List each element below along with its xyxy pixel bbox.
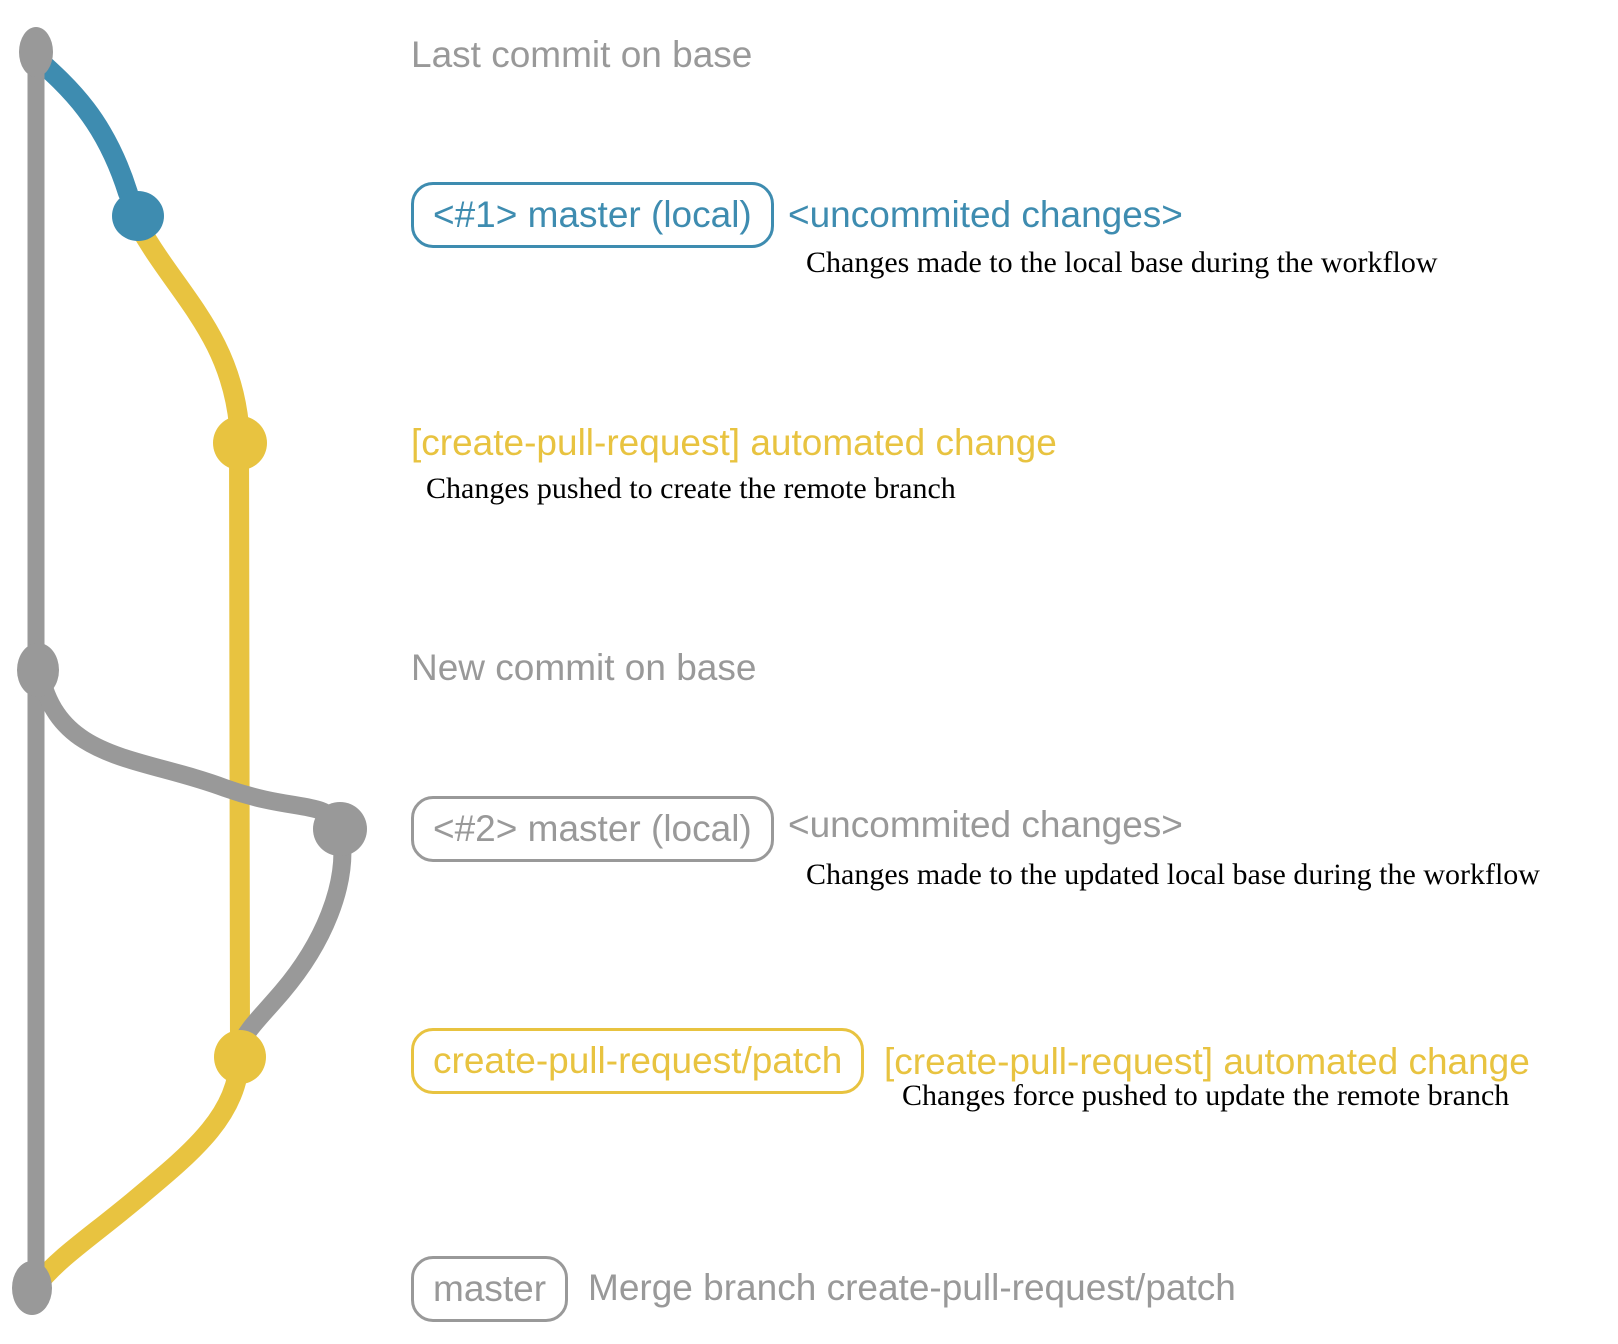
status-uncommited-changes-1: <uncommited changes> <box>788 194 1183 235</box>
commit-dot-force-push <box>214 1030 266 1084</box>
label-new-commit-on-base: New commit on base <box>411 647 757 688</box>
commit-dot-push-1 <box>213 416 267 470</box>
commit-message-automated-change-1: [create-pull-request] automated change <box>411 422 1057 463</box>
detail-local-changes-2: Changes made to the updated local base d… <box>806 858 1540 891</box>
detail-push-create-branch: Changes pushed to create the remote bran… <box>426 472 956 505</box>
branch-path-local-2-out <box>31 663 347 833</box>
branch-path-local-1 <box>24 46 138 203</box>
badge-master-local-2: <#2> master (local) <box>411 796 774 862</box>
branch-path-patch <box>26 218 251 1296</box>
badge-master-local-1: <#1> master (local) <box>411 182 774 248</box>
detail-force-push-update-branch: Changes force pushed to update the remot… <box>902 1079 1510 1112</box>
badge-master: master <box>411 1256 569 1322</box>
commit-dot-local-2 <box>313 802 367 856</box>
label-last-commit-on-base: Last commit on base <box>411 34 753 75</box>
commit-message-merge: Merge branch create-pull-request/patch <box>588 1267 1236 1308</box>
branch-path-local-2-in <box>231 824 352 1055</box>
commit-dot-local-1 <box>112 191 164 241</box>
commit-dot-new-base <box>17 643 59 697</box>
commit-dot-last-base <box>19 27 53 77</box>
detail-local-changes-1: Changes made to the local base during th… <box>806 246 1438 279</box>
badge-create-pull-request-patch: create-pull-request/patch <box>411 1028 865 1094</box>
commit-message-automated-change-2: [create-pull-request] automated change <box>884 1041 1530 1082</box>
status-uncommited-changes-2: <uncommited changes> <box>788 804 1183 845</box>
commit-dot-merge <box>12 1261 52 1315</box>
